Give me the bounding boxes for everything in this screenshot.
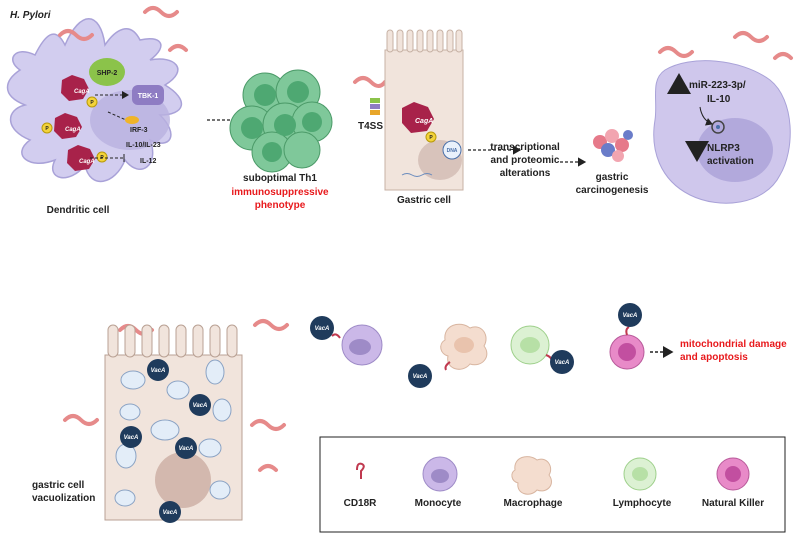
gastric-carc-label-2: carcinogenesis	[576, 185, 649, 196]
svg-text:CagA: CagA	[415, 118, 433, 125]
lymphocyte-vacA: VacA	[510, 325, 574, 374]
svg-text:CagA: CagA	[74, 89, 90, 95]
gastric-cell-label: Gastric cell	[397, 195, 451, 206]
svg-text:VacA: VacA	[124, 435, 139, 441]
transcriptional-label: transcriptional	[490, 142, 560, 153]
legend-monocyte-icon	[422, 456, 458, 492]
activation-label: activation	[707, 156, 754, 167]
svg-text:P: P	[429, 135, 433, 141]
svg-text:CagA: CagA	[65, 127, 81, 133]
svg-text:VacA: VacA	[163, 510, 178, 516]
phenotype-label: phenotype	[255, 200, 306, 211]
mir-to-nlrp3-arrow	[699, 106, 713, 126]
shp2-blob	[89, 58, 125, 86]
legend-macrophage-label: Macrophage	[504, 498, 563, 509]
mito-label-2: and apoptosis	[680, 352, 748, 363]
monocyte-vacA: VacA	[310, 316, 383, 366]
mir-label-1: miR-223-3p/	[689, 80, 746, 91]
svg-text:VacA: VacA	[413, 374, 428, 380]
cagA-protein-2: CagA	[54, 113, 82, 139]
alterations-label: alterations	[500, 168, 551, 179]
legend-cd18r-icon	[356, 462, 365, 479]
cagA-protein-3: CagA	[67, 145, 95, 171]
nlrp3-label: NLRP3	[707, 143, 740, 154]
tbk1-label: TBK-1	[138, 93, 159, 100]
legend-monocyte-label: Monocyte	[415, 498, 462, 509]
tbk1-blob	[132, 85, 164, 105]
svg-text:VacA: VacA	[179, 446, 194, 452]
macrophage-cell-top	[653, 60, 791, 204]
legend-lymphocyte-icon	[623, 457, 657, 491]
phospho-circle-gastric	[425, 131, 437, 143]
irf3-label: IRF-3	[130, 127, 148, 134]
shp2-label: SHP-2	[97, 70, 118, 77]
proteomic-label: and proteomic	[491, 155, 560, 166]
cagA-protein-1: CagA	[61, 75, 90, 101]
vacA-blobs-in-cell: VacA VacA VacA VacA VacA	[120, 359, 211, 523]
vacuolization-label-2: vacuolization	[32, 493, 95, 504]
th1-label: suboptimal Th1	[243, 173, 317, 184]
svg-text:VacA: VacA	[151, 368, 166, 374]
il10-il23-label: IL-10/IL-23	[126, 142, 161, 149]
svg-text:VacA: VacA	[555, 360, 570, 366]
th1-cell-cluster	[229, 69, 333, 173]
mito-label-1: mitochondrial damage	[680, 339, 787, 350]
dendritic-cell-label: Dendritic cell	[47, 205, 110, 216]
h-pylori-label: H. Pylori	[10, 10, 51, 21]
legend-nk-label: Natural Killer	[702, 498, 764, 509]
nk-vacA: VacA	[609, 303, 645, 370]
vacuolization-label-1: gastric cell	[32, 480, 84, 491]
svg-text:VacA: VacA	[623, 313, 638, 319]
legend-lymphocyte-label: Lymphocyte	[613, 498, 672, 509]
t4ss-label: T4SS	[358, 121, 383, 132]
tumor-cluster	[593, 129, 633, 162]
svg-text:CagA: CagA	[79, 159, 95, 165]
il12-label: IL-12	[140, 158, 156, 165]
macrophage-vacA: VacA	[408, 323, 488, 388]
t4ss-complex	[370, 98, 380, 115]
svg-text:VacA: VacA	[193, 403, 208, 409]
immunosuppressive-label: immunosuppressive	[231, 187, 329, 198]
svg-text:P: P	[45, 126, 49, 132]
gastric-carc-label-1: gastric	[596, 172, 629, 183]
svg-text:VacA: VacA	[315, 326, 330, 332]
cagA-protein-4: CagA	[402, 102, 434, 133]
gastric-cell-bottom	[104, 324, 243, 521]
dc-signal-arrows	[90, 91, 129, 162]
legend-macrophage-icon	[511, 456, 552, 495]
dna-icon	[442, 140, 462, 160]
svg-text:DNA: DNA	[447, 148, 458, 154]
irf3-shape	[125, 116, 139, 124]
svg-text:P: P	[90, 100, 94, 106]
mir-label-2: IL-10	[707, 94, 731, 105]
legend-cd18r-label: CD18R	[344, 498, 378, 509]
legend-nk-icon	[716, 457, 750, 491]
legend-box	[319, 436, 786, 533]
